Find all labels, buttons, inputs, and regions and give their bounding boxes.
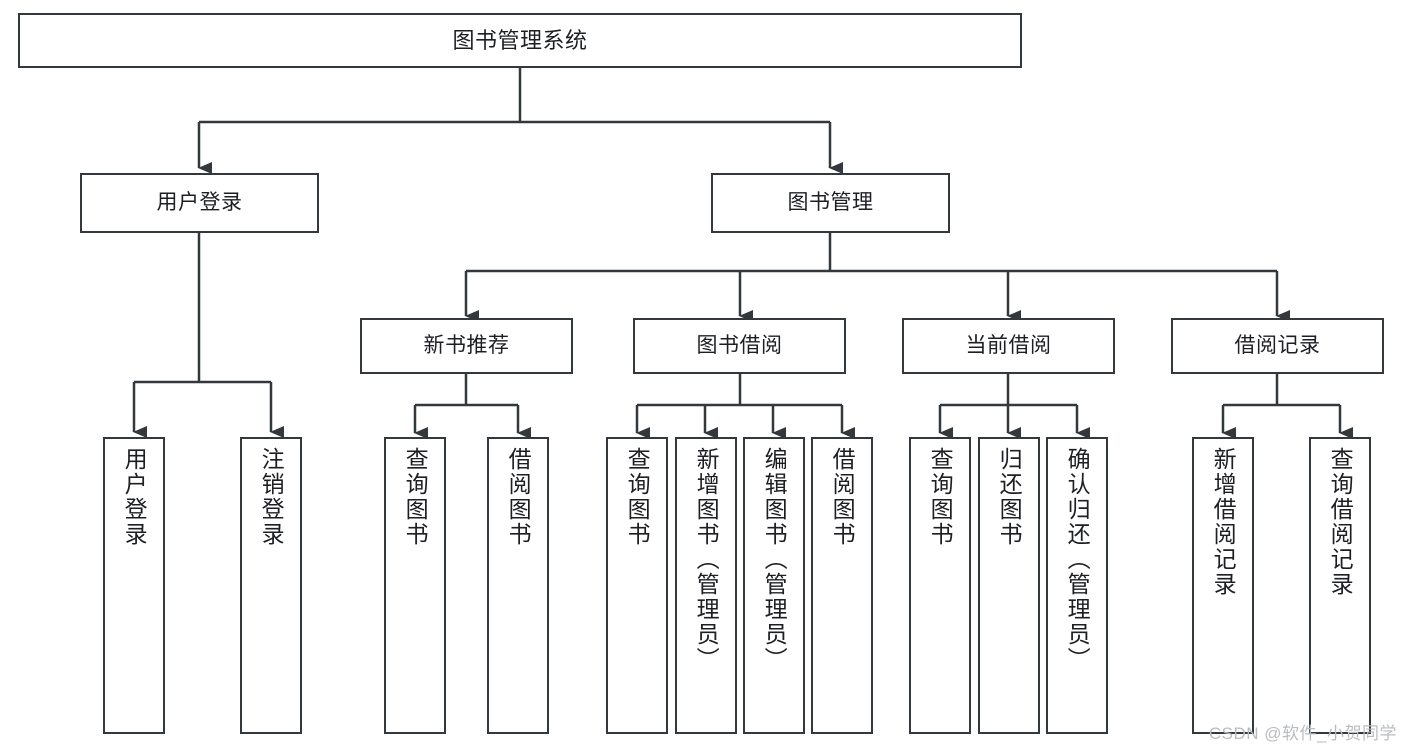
leaf-record-add-record[interactable]: 新增借阅记录	[1192, 437, 1254, 734]
leaf-record-query-record[interactable]: 查询借阅记录	[1309, 437, 1371, 734]
node-label: 查询图书	[402, 447, 429, 547]
leaf-borrow-add-book-admin[interactable]: 新增图书（管理员）	[675, 437, 737, 734]
node-label: 新书推荐	[423, 333, 510, 357]
leaf-borrow-edit-book-admin[interactable]: 编辑图书（管理员）	[743, 437, 805, 734]
node-label: 确认归还（管理员）	[1064, 447, 1091, 672]
leaf-new-book-query[interactable]: 查询图书	[384, 437, 446, 734]
node-label: 借阅图书	[829, 447, 856, 547]
node-label: 图书管理	[787, 190, 874, 214]
node-current-borrow[interactable]: 当前借阅	[902, 318, 1115, 374]
node-label: 借阅记录	[1234, 333, 1321, 357]
node-label: 新增图书（管理员）	[693, 447, 720, 672]
node-root-system[interactable]: 图书管理系统	[18, 13, 1022, 68]
node-label: 新增借阅记录	[1210, 447, 1237, 597]
leaf-new-book-borrow[interactable]: 借阅图书	[487, 437, 549, 734]
node-label: 归还图书	[996, 447, 1023, 547]
node-label: 图书管理系统	[452, 27, 588, 53]
node-new-book-recommend[interactable]: 新书推荐	[360, 318, 573, 374]
node-book-borrow[interactable]: 图书借阅	[633, 318, 846, 374]
node-user-login[interactable]: 用户登录	[80, 173, 319, 233]
leaf-current-confirm-return-admin[interactable]: 确认归还（管理员）	[1046, 437, 1108, 734]
node-label: 查询图书	[624, 447, 651, 547]
node-label: 查询图书	[927, 447, 954, 547]
node-label: 图书借阅	[696, 333, 783, 357]
leaf-borrow-borrow-book[interactable]: 借阅图书	[811, 437, 873, 734]
node-label: 借阅图书	[505, 447, 532, 547]
node-label: 当前借阅	[965, 333, 1052, 357]
leaf-user-login-login[interactable]: 用户登录	[103, 437, 165, 734]
node-book-management[interactable]: 图书管理	[711, 173, 950, 233]
node-borrow-record[interactable]: 借阅记录	[1171, 318, 1384, 374]
leaf-borrow-query-book[interactable]: 查询图书	[606, 437, 668, 734]
node-label: 注销登录	[258, 447, 285, 547]
csdn-watermark: CSDN @软件_小贺同学	[1208, 724, 1397, 743]
node-label: 用户登录	[121, 447, 148, 547]
leaf-current-return-book[interactable]: 归还图书	[978, 437, 1040, 734]
node-label: 编辑图书（管理员）	[761, 447, 788, 672]
leaf-user-login-logout[interactable]: 注销登录	[240, 437, 302, 734]
node-label: 用户登录	[156, 190, 243, 214]
leaf-current-query-book[interactable]: 查询图书	[909, 437, 971, 734]
node-label: 查询借阅记录	[1327, 447, 1354, 597]
